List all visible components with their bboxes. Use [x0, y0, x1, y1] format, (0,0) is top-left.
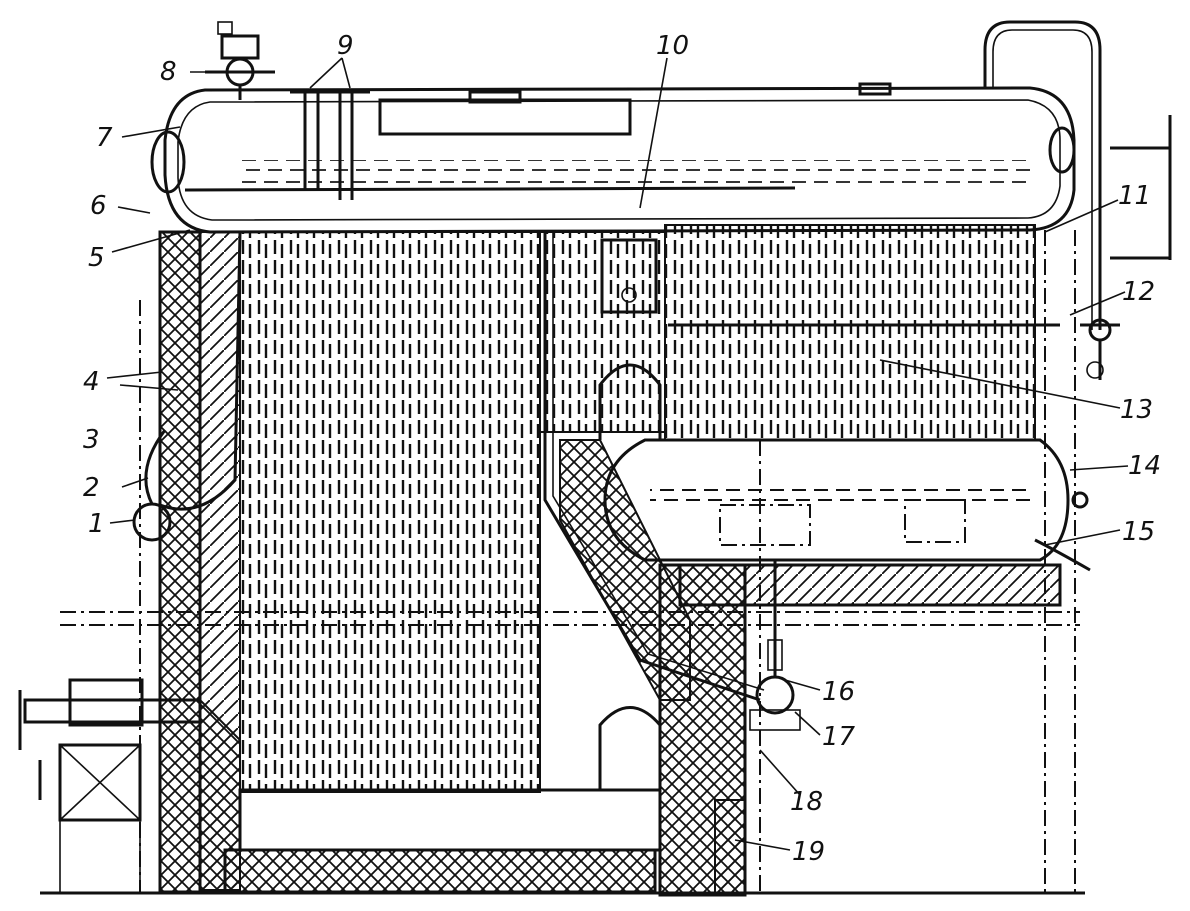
- lower-header: [755, 675, 795, 715]
- callout-8: 8: [160, 57, 177, 87]
- lower-drum-box-b: [904, 499, 966, 543]
- left-support: [59, 819, 141, 894]
- lower-arch-opening: [598, 706, 662, 790]
- callout-15: 15: [1122, 517, 1155, 547]
- furnace-screen-tubes: [239, 231, 541, 793]
- right-valve: [1080, 318, 1120, 380]
- lower-drum-nozzles: [650, 480, 1030, 504]
- hanger-turnbuckle: [767, 639, 783, 671]
- lower-drum-box-a: [719, 504, 811, 546]
- rear-wall-block: [714, 799, 746, 896]
- top-flange-a: [468, 90, 522, 104]
- drum-pipes: [290, 90, 370, 200]
- blowdown-pipe: [1034, 538, 1091, 572]
- callout-4: 4: [83, 367, 100, 397]
- top-flange-b: [858, 82, 892, 96]
- burner-frame-cross: [59, 744, 141, 821]
- left-manhole-cover: [150, 130, 186, 194]
- callout-9: 9: [337, 31, 354, 61]
- callout-11: 11: [1118, 181, 1151, 211]
- callout-6: 6: [90, 191, 107, 221]
- callout-14: 14: [1128, 451, 1161, 481]
- callout-2: 2: [83, 473, 100, 503]
- leader-lines: [106, 57, 1129, 851]
- support-columns: [60, 230, 1080, 893]
- ash-pit-floor: [223, 848, 657, 894]
- callout-5: 5: [88, 243, 105, 273]
- drum-internal-box: [378, 98, 632, 136]
- inspection-door-handle: [621, 287, 637, 303]
- callout-13: 13: [1120, 395, 1153, 425]
- callout-3: 3: [83, 425, 100, 455]
- grate-slope: [199, 697, 241, 891]
- right-riser-pipe: [983, 20, 1102, 330]
- right-manhole-cover: [1048, 126, 1076, 174]
- callout-7: 7: [96, 123, 113, 153]
- header-support: [749, 709, 801, 731]
- drum-internal-pipe: [184, 186, 796, 192]
- callout-12: 12: [1122, 277, 1155, 307]
- upper-drum-inner: [177, 99, 1061, 221]
- inspection-door: [600, 238, 658, 314]
- right-outer-bracket: [1110, 115, 1172, 260]
- right-riser-pipe-inner: [992, 29, 1093, 330]
- callout-17: 17: [822, 722, 856, 752]
- lower-drum-end-bolt: [1071, 491, 1089, 509]
- left-wall-outer: [158, 230, 202, 894]
- burner-duct: [23, 698, 202, 724]
- drum-nozzle-row: [240, 160, 1030, 184]
- convection-tube-bank: [664, 224, 1036, 441]
- callout-10: 10: [656, 31, 689, 61]
- callout-labels: 1 2 3 4 5 6 7 8 9 10 11 12 13 14 15 16 1…: [83, 31, 1161, 867]
- callout-1: 1: [88, 509, 105, 539]
- burner-supply-pipe: [18, 690, 42, 800]
- callout-18: 18: [790, 787, 823, 817]
- rear-wall: [658, 563, 747, 897]
- burner-box: [68, 678, 144, 727]
- upper-arch-opening: [598, 363, 662, 440]
- side-downcomer: [144, 231, 242, 511]
- callout-19: 19: [792, 837, 825, 867]
- safety-valve: [205, 21, 275, 100]
- ash-pit: [238, 788, 662, 852]
- callout-16: 16: [822, 677, 855, 707]
